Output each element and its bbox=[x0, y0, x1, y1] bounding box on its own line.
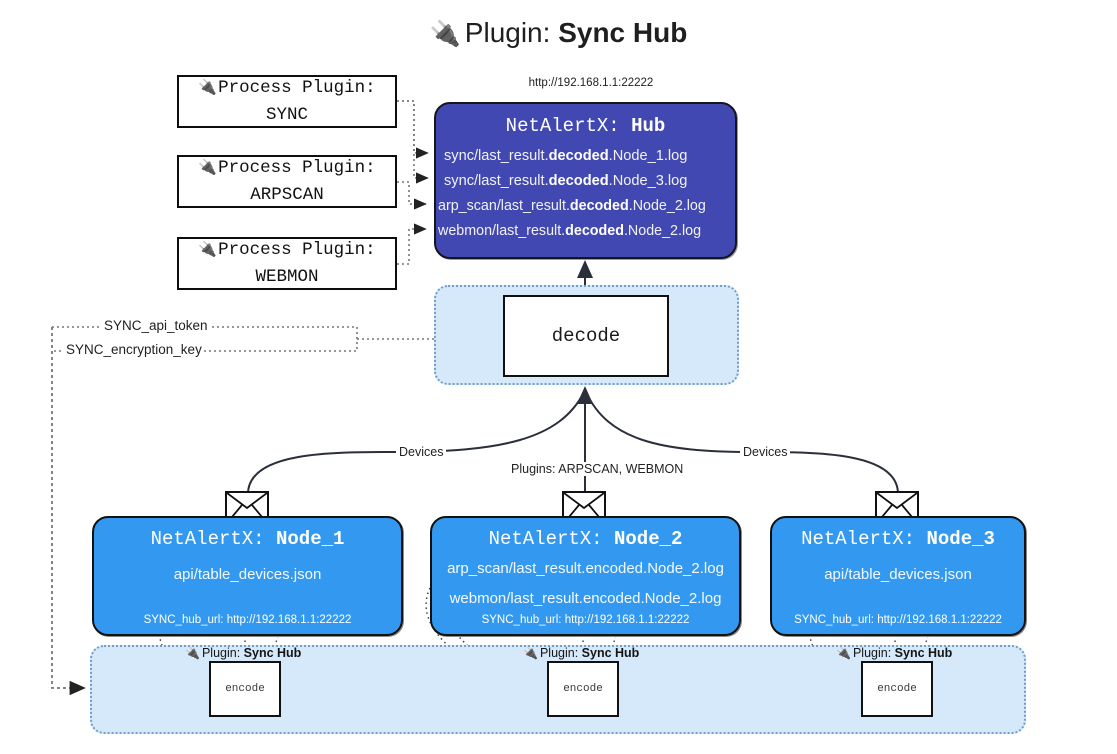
node-footer: SYNC_hub_url: http://192.168.1.1:22222 bbox=[481, 614, 690, 626]
encode-box[interactable]: encode bbox=[861, 661, 933, 717]
hub-log-row: arp_scan/last_result.decoded.Node_2.log bbox=[438, 198, 706, 214]
hub-log-row: sync/last_result.decoded.Node_3.log bbox=[444, 173, 688, 189]
process-plugin-arpscan-line2: ARPSCAN bbox=[250, 185, 324, 205]
node-line: api/table_devices.json bbox=[824, 566, 972, 583]
hub-title-prefix: NetAlertX: bbox=[505, 115, 620, 137]
plug-icon: 🔌 bbox=[523, 646, 538, 660]
node-footer: SYNC_hub_url: http://192.168.1.1:22222 bbox=[143, 614, 352, 626]
node-card-node-1[interactable]: NetAlertX: Node_1 api/table_devices.json… bbox=[92, 516, 403, 636]
process-plugin-sync-line1: 🔌Process Plugin: bbox=[198, 78, 376, 98]
band-plugin-caption: 🔌Plugin: Sync Hub bbox=[523, 646, 640, 660]
hub-title: NetAlertX: Hub bbox=[436, 115, 735, 137]
node-title: NetAlertX: Node_2 bbox=[488, 528, 683, 550]
devices-label-left: Devices bbox=[396, 445, 447, 459]
process-plugin-webmon-line2: WEBMON bbox=[255, 267, 319, 287]
node-line: api/table_devices.json bbox=[173, 566, 322, 583]
plug-icon: 🔌 bbox=[198, 242, 218, 259]
plugins-label-center: Plugins: ARPSCAN, WEBMON bbox=[508, 462, 687, 476]
process-plugin-arpscan-line1: 🔌Process Plugin: bbox=[198, 158, 376, 178]
process-plugin-arpscan[interactable]: 🔌Process Plugin: ARPSCAN bbox=[177, 155, 397, 208]
process-plugin-sync-line2: SYNC bbox=[265, 105, 308, 125]
plug-icon: 🔌 bbox=[836, 646, 851, 660]
plug-icon: 🔌 bbox=[429, 20, 461, 48]
page-title-name: Sync Hub bbox=[558, 17, 688, 48]
hub-log-row: webmon/last_result.decoded.Node_2.log bbox=[438, 223, 702, 239]
page-title: 🔌Plugin: Sync Hub bbox=[0, 16, 1117, 51]
node-line: webmon/last_result.encoded.Node_2.log bbox=[449, 590, 722, 607]
process-plugin-sync[interactable]: 🔌Process Plugin: SYNC bbox=[177, 75, 397, 128]
sync-api-token-label: SYNC_api_token bbox=[102, 318, 210, 333]
plug-icon: 🔌 bbox=[185, 646, 200, 660]
node-title: NetAlertX: Node_1 bbox=[150, 528, 345, 550]
node-card-node-3[interactable]: NetAlertX: Node_3 api/table_devices.json… bbox=[770, 516, 1026, 636]
hub-card[interactable]: NetAlertX: Hub sync/last_result.decoded.… bbox=[434, 102, 737, 259]
devices-label-right: Devices bbox=[740, 445, 791, 459]
hub-url-label: http://192.168.1.1:22222 bbox=[528, 77, 654, 89]
hub-log-list: sync/last_result.decoded.Node_1.log sync… bbox=[436, 144, 735, 244]
node-line: arp_scan/last_result.encoded.Node_2.log bbox=[447, 560, 724, 577]
process-plugin-webmon-line1: 🔌Process Plugin: bbox=[198, 240, 376, 260]
decode-box[interactable]: decode bbox=[503, 295, 669, 377]
band-plugin-caption: 🔌Plugin: Sync Hub bbox=[836, 646, 953, 660]
plug-icon: 🔌 bbox=[198, 160, 218, 177]
band-plugin-caption: 🔌Plugin: Sync Hub bbox=[185, 646, 302, 660]
encode-box[interactable]: encode bbox=[209, 661, 281, 717]
hub-title-name: Hub bbox=[631, 115, 666, 137]
page-title-lead: Plugin: bbox=[464, 17, 551, 48]
node-title: NetAlertX: Node_3 bbox=[801, 528, 995, 550]
node-footer: SYNC_hub_url: http://192.168.1.1:22222 bbox=[794, 614, 1002, 626]
process-plugin-webmon[interactable]: 🔌Process Plugin: WEBMON bbox=[177, 237, 397, 290]
plug-icon: 🔌 bbox=[198, 80, 218, 97]
node-card-node-2[interactable]: NetAlertX: Node_2 arp_scan/last_result.e… bbox=[430, 516, 741, 636]
hub-log-row: sync/last_result.decoded.Node_1.log bbox=[444, 148, 688, 164]
sync-encryption-key-label: SYNC_encryption_key bbox=[64, 342, 204, 357]
encode-box[interactable]: encode bbox=[547, 661, 619, 717]
